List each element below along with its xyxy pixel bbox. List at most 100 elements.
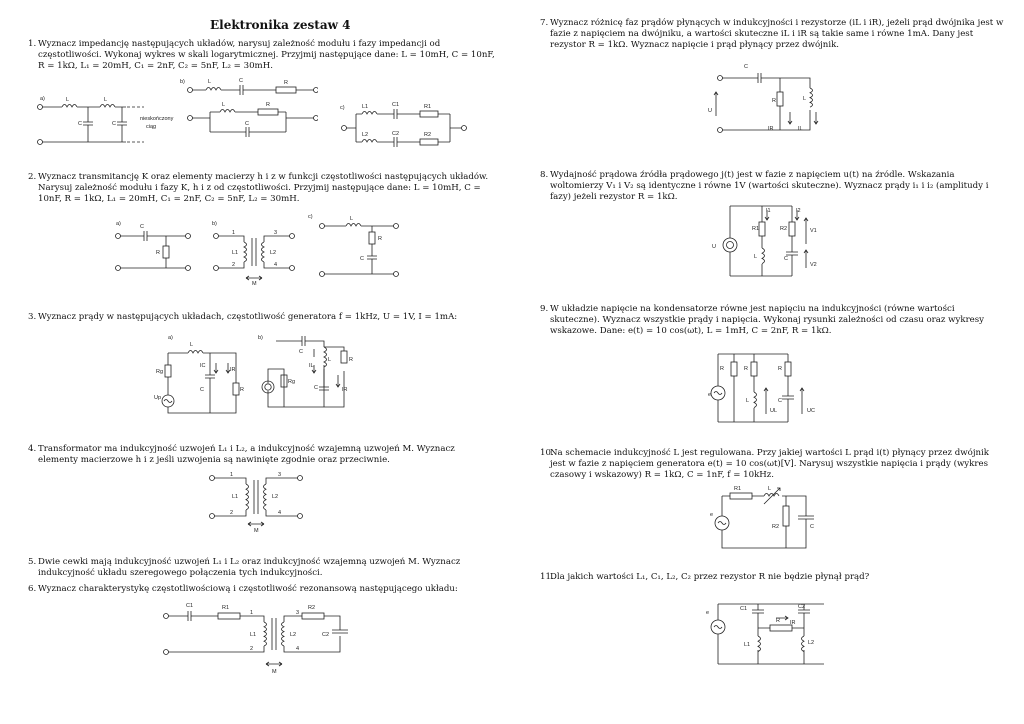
circuit-1a-ladder: a) L L C C nieskończony ciąg <box>37 96 174 145</box>
terminal-1: 1 <box>250 610 253 616</box>
label-L2: L2 <box>808 640 814 646</box>
circuit-2a: a) C R <box>115 221 191 271</box>
terminal-1: 1 <box>232 230 235 236</box>
label-Rg: Rg <box>156 369 163 375</box>
label-V2: V2 <box>810 262 817 268</box>
label-R: R <box>776 618 780 624</box>
problem-number: 10. <box>540 448 554 458</box>
circuit-8: U I1 I2 R1 R2 L C V1 V2 <box>712 205 817 277</box>
label-L: L <box>754 254 757 260</box>
label-R1: R1 <box>752 226 759 232</box>
label-IR: IR <box>790 620 796 626</box>
label-a: a) <box>168 335 173 341</box>
label-M: M <box>272 669 277 675</box>
label-infinite: nieskończony <box>140 116 174 122</box>
label-C: C <box>360 256 364 262</box>
problem-text: Wyznacz impedancję następujących układów… <box>38 39 495 71</box>
label-I2: I2 <box>796 208 801 214</box>
label-L2: L2 <box>290 632 296 638</box>
problem-number: 7. <box>540 18 549 28</box>
label-M: M <box>252 281 257 286</box>
label-IC: IC <box>200 363 206 369</box>
terminal-2: 2 <box>230 510 233 516</box>
label-V1: V1 <box>810 228 817 234</box>
label-L1: L1 <box>232 250 238 256</box>
problem-10: 10. Na schemacie indukcyjność L jest reg… <box>540 448 1006 481</box>
label-c: c) <box>340 105 345 111</box>
label-IR: IR <box>768 126 774 132</box>
label-R: R <box>349 357 353 363</box>
circuit-3b: b) C Rg IL L R C IR <box>258 335 353 408</box>
problem-number: 4. <box>28 444 37 454</box>
terminal-3: 3 <box>278 472 281 478</box>
label-L2: L2 <box>270 250 276 256</box>
label-R1: R1 <box>424 104 431 110</box>
label-L: L <box>66 97 69 103</box>
circuit-10: e R1 L R2 C <box>710 486 814 549</box>
problem-number: 8. <box>540 170 549 180</box>
label-e: e <box>708 392 711 398</box>
circuit-2b-transformer: b) 1 2 3 4 L1 L2 M <box>212 221 295 286</box>
label-C: C <box>314 385 318 391</box>
label-C1: C1 <box>392 102 399 108</box>
problem-6: 6. Wyznacz charakterystykę częstotliwośc… <box>28 584 496 595</box>
problem-text: Wyznacz różnicę faz prądów płynących w i… <box>550 18 1004 50</box>
label-C: C <box>78 121 82 127</box>
label-L: L <box>746 398 749 404</box>
label-M: M <box>254 528 259 534</box>
label-R: R <box>378 236 382 242</box>
problem-number: 9. <box>540 304 549 314</box>
problem-text: Wyznacz transmitancję K oraz elementy ma… <box>38 172 489 204</box>
label-b: b) <box>180 79 185 85</box>
label-C: C <box>239 78 243 84</box>
label-UL: UL <box>770 408 777 414</box>
label-L: L <box>803 96 806 102</box>
label-C: C <box>200 387 204 393</box>
label-R2: R2 <box>424 132 431 138</box>
label-L1: L1 <box>362 104 368 110</box>
label-C: C <box>744 64 748 70</box>
label-L2: L2 <box>362 132 368 138</box>
problem-9: 9. W układzie napięcie na kondensatorze … <box>540 304 1006 337</box>
circuit-9: e R R R L C UL UC <box>708 353 815 423</box>
problem-text: W układzie napięcie na kondensatorze rów… <box>550 304 985 336</box>
label-R: R <box>778 366 782 372</box>
label-C: C <box>245 121 249 127</box>
label-IR: IR <box>230 367 236 373</box>
label-L: L <box>104 97 107 103</box>
label-L1: L1 <box>250 632 256 638</box>
terminal-4: 4 <box>278 510 281 516</box>
label-C2: C2 <box>798 604 805 610</box>
label-L1: L1 <box>232 494 238 500</box>
circuit-3a: a) L Rg Up IC IR C R <box>154 335 244 414</box>
label-Rg: Rg <box>288 379 295 385</box>
terminal-3: 3 <box>274 230 277 236</box>
label-C: C <box>140 224 144 230</box>
label-b: b) <box>258 335 263 341</box>
problem-number: 1. <box>28 39 37 49</box>
label-Up: Up <box>154 395 161 401</box>
problem-5: 5. Dwie cewki mają indukcyjność uzwojeń … <box>28 557 496 579</box>
problem-text: Wydajność prądowa źródła prądowego j(t) … <box>550 170 989 202</box>
problem-number: 6. <box>28 584 37 594</box>
problem-text: Wyznacz charakterystykę częstotliwościow… <box>38 584 458 594</box>
problem-text: Transformator ma indukcyjność uzwojeń L₁… <box>38 444 455 465</box>
problem-8: 8. Wydajność prądowa źródła prądowego j(… <box>540 170 1006 203</box>
label-R1: R1 <box>222 605 229 611</box>
problem-4: 4. Transformator ma indukcyjność uzwojeń… <box>28 444 496 466</box>
label-L2: L2 <box>272 494 278 500</box>
label-L: L <box>222 102 225 108</box>
label-R1: R1 <box>734 486 741 492</box>
circuit-7: C R L U IR IL <box>708 64 819 133</box>
problem-number: 11. <box>540 572 554 582</box>
label-L: L <box>328 357 331 363</box>
label-R: R <box>744 366 748 372</box>
label-b: b) <box>212 221 217 227</box>
problem-text: Na schemacie indukcyjność L jest regulow… <box>550 448 989 480</box>
label-c: c) <box>308 214 313 220</box>
label-C2: C2 <box>322 632 329 638</box>
problem-number: 2. <box>28 172 37 182</box>
problem-3: 3. Wyznacz prądy w następujących układac… <box>28 312 496 323</box>
label-C: C <box>784 256 788 262</box>
